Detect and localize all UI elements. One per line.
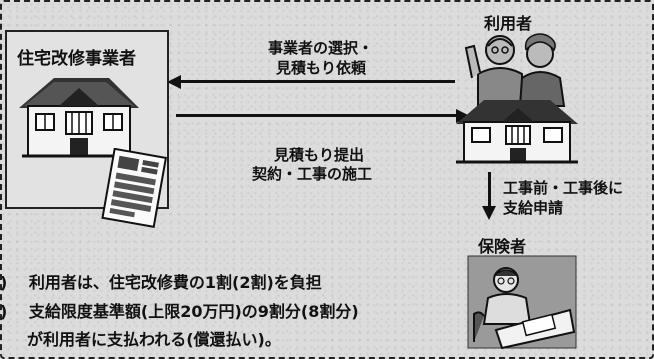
arrow-down-line xyxy=(488,172,491,208)
arrow-label-request-1: 事業者の選択・ xyxy=(268,39,374,57)
arrow-label-request-2: 見積もり依頼 xyxy=(276,59,367,77)
document-icon xyxy=(101,148,168,228)
arrow-left-head xyxy=(167,75,181,89)
user-house-icon xyxy=(456,100,578,164)
arrow-label-estimate-2: 契約・工事の施工 xyxy=(252,165,373,183)
company-building-icon xyxy=(19,78,139,158)
arrow-down-head xyxy=(482,206,496,220)
elderly-couple-icon xyxy=(464,33,566,107)
note-text: が利用者に支払われる(償還払い)。 xyxy=(27,330,281,349)
arrow-right-line xyxy=(176,114,458,117)
arrow-left-line xyxy=(180,80,455,83)
note-row: ) 支給限度基準額(上限20万円)の9割分(8割分) xyxy=(0,298,359,322)
company-label: 住宅改修事業者 xyxy=(17,49,136,69)
user-label: 利用者 xyxy=(484,14,533,33)
note-text: 利用者は、住宅改修費の1割(2割)を負担 xyxy=(28,273,322,292)
insurer-label: 保険者 xyxy=(478,237,527,256)
arrow-label-apply-2: 支給申請 xyxy=(503,199,564,217)
note-text: 支給限度基準額(上限20万円)の9割分(8割分) xyxy=(28,302,359,321)
arrow-label-apply-1: 工事前・工事後に xyxy=(503,179,624,197)
note-row: ) 利用者は、住宅改修費の1割(2割)を負担 xyxy=(0,269,322,293)
note-row: が利用者に支払われる(償還払い)。 xyxy=(27,326,281,350)
insurer-desk-icon xyxy=(467,255,577,350)
note-bullet: ) xyxy=(0,273,8,292)
note-bullet: ) xyxy=(0,302,8,321)
arrow-label-estimate-1: 見積もり提出 xyxy=(274,146,365,164)
